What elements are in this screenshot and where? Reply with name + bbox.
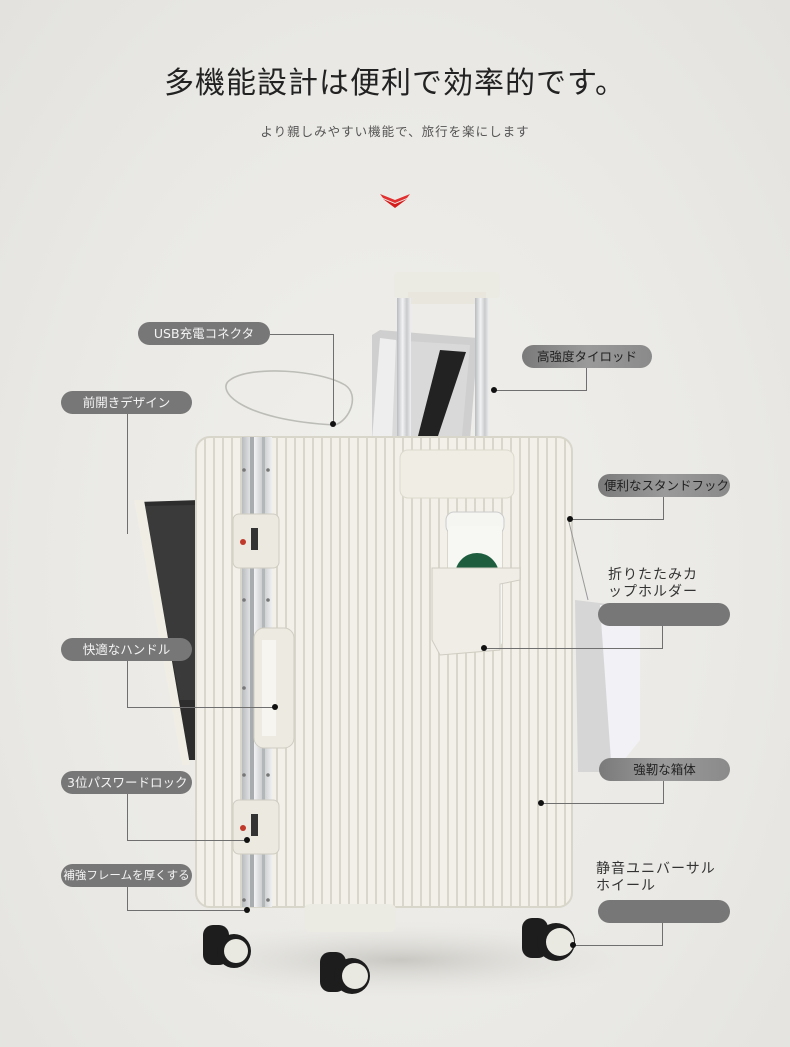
callout-front-open-design: 前開きデザイン: [61, 391, 192, 414]
leader-line: [127, 887, 128, 911]
leader-line: [270, 334, 334, 335]
label-line: ホイール: [596, 878, 656, 894]
leader-line: [662, 923, 663, 945]
callout-handle: 快適なハンドル: [61, 638, 192, 661]
leader-line: [333, 334, 334, 424]
leader-dot: [330, 421, 336, 427]
leader-line: [663, 781, 664, 803]
leader-line: [662, 626, 663, 648]
leader-line: [573, 945, 663, 946]
leader-dot: [481, 645, 487, 651]
label-line: 折りたたみカ: [608, 567, 698, 583]
callout-stand-hook: 便利なスタンドフック: [598, 474, 730, 497]
leader-line: [127, 910, 247, 911]
leader-line: [127, 661, 128, 707]
leader-line: [586, 368, 587, 390]
leader-dot: [272, 704, 278, 710]
leader-dot: [567, 516, 573, 522]
leader-line: [663, 497, 664, 519]
leader-dot: [491, 387, 497, 393]
callout-reinforced-frame: 補強フレームを厚くする: [61, 864, 192, 887]
callout-shell: 強靭な箱体: [599, 758, 730, 781]
callout-telescopic-rod: 高強度タイロッド: [522, 345, 652, 368]
red-chevron-down-icon: [380, 194, 410, 208]
label-line: 静音ユニバーサル: [596, 861, 716, 877]
leader-line: [127, 840, 247, 841]
leader-dot: [538, 800, 544, 806]
callout-cup-holder-label: 折りたたみカ ップホルダー: [608, 567, 698, 601]
page-subtitle: より親しみやすい機能で、旅行を楽にします: [260, 124, 530, 139]
leader-line: [127, 707, 275, 708]
leader-line: [127, 794, 128, 840]
label-line: ップホルダー: [608, 584, 698, 600]
leader-line: [127, 414, 128, 534]
callout-cup-holder-pill: [598, 603, 730, 626]
page-title: 多機能設計は便利で効率的です。: [164, 66, 626, 101]
leader-dot: [244, 907, 250, 913]
leader-line: [541, 803, 664, 804]
leader-line: [570, 519, 664, 520]
callout-usb-connector: USB充電コネクタ: [138, 322, 270, 345]
leader-line: [494, 390, 587, 391]
leader-dot: [244, 837, 250, 843]
leader-line: [484, 648, 663, 649]
callout-wheels-pill: [598, 900, 730, 923]
callout-wheels-label: 静音ユニバーサル ホイール: [596, 861, 716, 895]
callout-password-lock: 3位パスワードロック: [61, 771, 192, 794]
leader-dot: [570, 942, 576, 948]
